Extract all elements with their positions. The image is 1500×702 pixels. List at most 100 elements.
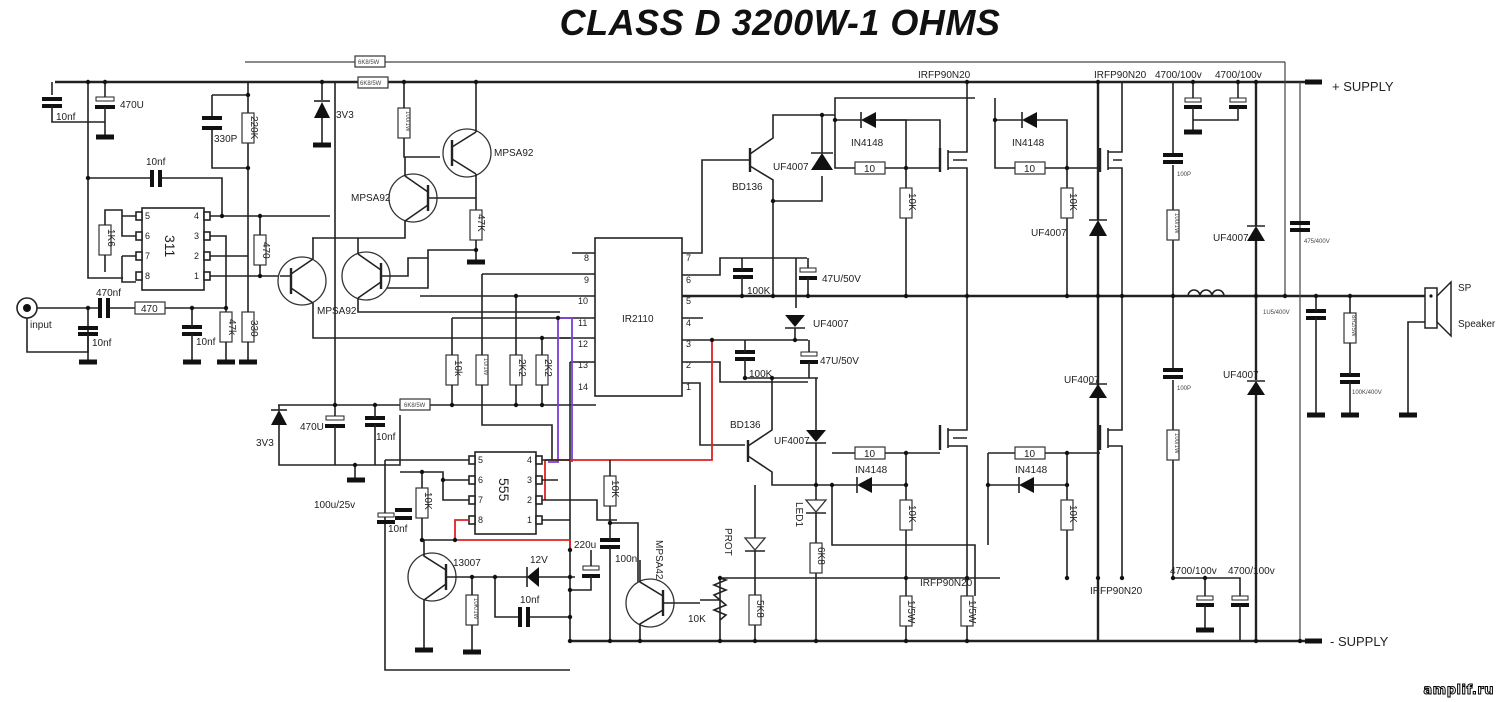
- c-470u-top-label: 470U: [120, 100, 144, 111]
- pin: 3: [686, 339, 691, 349]
- r-100-1w-top-label: 100/1W: [1173, 213, 1179, 234]
- c-100p-bottom-label: 100P: [1177, 386, 1191, 392]
- r-6k8-label: 6K8: [815, 547, 826, 565]
- ic-311: 311 5 6 7 8 4 3 2 1: [135, 207, 211, 291]
- mosfet-bottom-left-label: IRFP90N20: [920, 578, 973, 589]
- pin: 6: [478, 475, 483, 485]
- pin: 11: [578, 318, 587, 328]
- ic-ir2110-name: IR2110: [622, 314, 654, 325]
- r-8r2-label: 8R2/5W: [1350, 315, 1356, 337]
- mosfet-top-right-label: IRFP90N20: [1094, 70, 1147, 81]
- in4148-tr-label: IN4148: [1012, 138, 1045, 149]
- speaker-icon[interactable]: [1399, 280, 1452, 418]
- mpsa92-left-label: MPSA92: [317, 306, 357, 317]
- pin: 4: [686, 318, 691, 328]
- r-2k2-a-label: 2K2: [516, 359, 527, 377]
- c-10nf-feedback-label: 10nf: [146, 157, 166, 168]
- r-10k-1w-label: 10K/1W: [472, 598, 478, 620]
- in4148-bl-label: IN4148: [855, 465, 888, 476]
- pin: 9: [584, 275, 589, 285]
- resistor-10k-bl: [899, 499, 913, 531]
- ic-555: 555 5 6 7 8 4 3 2 1: [468, 451, 543, 535]
- r-10k-br-label: 10K: [1067, 505, 1078, 523]
- r-330-label: 330: [248, 320, 259, 337]
- resistor-6k8-5w-c: [399, 398, 431, 411]
- speaker-sp-label: SP: [1458, 283, 1472, 294]
- r-220k-label: 220K: [248, 116, 259, 140]
- mpsa42-label: MPSA42: [653, 540, 664, 580]
- t13007-label: 13007: [453, 558, 481, 569]
- r-100-1w-bottom-label: 100/1W: [1173, 433, 1179, 454]
- pin: 5: [478, 455, 483, 465]
- resistor-6k8-5w-a: [354, 55, 386, 68]
- ic-555-name: 555: [496, 478, 512, 502]
- r-10-tr-label: 10: [1024, 164, 1036, 175]
- uf4007-boot-top-label: UF4007: [773, 162, 809, 173]
- r-10-1w-label: 10/1W: [482, 358, 488, 376]
- resistor-10-tr: [1014, 161, 1046, 175]
- c-470u-bottom-label: 470U: [300, 422, 324, 433]
- uf4007-boot-mid-label: UF4007: [813, 319, 849, 330]
- pin: 7: [145, 251, 150, 261]
- junction-dots: [85, 79, 1353, 644]
- c-100n-label: 100n: [615, 554, 637, 565]
- c-10nf-input2-label: 10nf: [196, 337, 216, 348]
- uf4007-clamp-br-label: UF4007: [1223, 370, 1259, 381]
- r-100-1w-label: 100/1W: [404, 111, 410, 132]
- r-10k-bl-label: 10K: [906, 505, 917, 523]
- transistor-mpsa92-left: [277, 238, 570, 339]
- r-5k8-label: 5K8: [754, 600, 765, 618]
- pin: 8: [584, 253, 589, 263]
- pin: 5: [686, 296, 691, 306]
- uf4007-clamp-bl-label: UF4007: [1064, 375, 1100, 386]
- pin: 8: [478, 515, 483, 525]
- in4148-tl-label: IN4148: [851, 138, 884, 149]
- c-4700-c-label: 4700/100v: [1170, 566, 1217, 577]
- c-10nf-input-label: 10nf: [92, 338, 112, 349]
- transistor-mpsa42: [625, 560, 700, 641]
- transistor-bd136-bottom: [746, 378, 816, 486]
- pin: 7: [478, 495, 483, 505]
- pin: 1: [194, 271, 199, 281]
- output-inductor: [1187, 289, 1225, 297]
- prot-led-label: PROT: [722, 528, 733, 556]
- mosfet-bottom-right: [1098, 296, 1123, 578]
- r-1-5w-a-label: 1/5W: [905, 600, 916, 624]
- c-330p-label: 330P: [214, 134, 238, 145]
- r-470-input-label: 470: [141, 304, 158, 315]
- resistor-10k-tl: [899, 187, 913, 219]
- pin: 5: [145, 211, 150, 221]
- c-4700-a-label: 4700/100v: [1155, 70, 1202, 81]
- r-10k-tl-label: 10K: [906, 193, 917, 211]
- pin: 6: [686, 275, 691, 285]
- c-10nf-top-label: 10nf: [56, 112, 76, 123]
- bd136-top-label: BD136: [732, 182, 763, 193]
- pin: 2: [194, 251, 199, 261]
- pin: 1: [686, 382, 691, 392]
- r-10k-prot-label: 10K: [609, 480, 620, 498]
- resistor-1-5w-a: [899, 595, 913, 627]
- in4148-br-label: IN4148: [1015, 465, 1048, 476]
- c-10nf-555-label: 10nf: [388, 524, 408, 535]
- transistor-13007: [407, 540, 575, 650]
- c-4700-bottom: [1196, 577, 1249, 641]
- ic-ir2110: IR2110 8 9 10 11 12 13 14 7 6 5 4 3 2 1: [578, 237, 691, 397]
- mosfet-top-right: [1098, 82, 1123, 296]
- r-10k-tr-label: 10K: [1067, 193, 1078, 211]
- r-1k6-label: 1K6: [105, 229, 116, 247]
- resistor-10k-tr: [1060, 187, 1074, 219]
- c-100k-top-label: 100K: [747, 286, 771, 297]
- resistor-100-1w-bottom: [1166, 429, 1180, 461]
- pin: 2: [527, 495, 532, 505]
- uf4007-clamp-tl-label: UF4007: [1031, 228, 1067, 239]
- c-4700-d-label: 4700/100v: [1228, 566, 1275, 577]
- r-47k-in-label: 47k: [226, 319, 237, 336]
- led1-label: LED1: [793, 502, 804, 527]
- pin: 12: [578, 339, 588, 349]
- resistor-10k-br: [1060, 499, 1074, 531]
- input-jack[interactable]: [16, 297, 38, 319]
- positive-supply-label: + SUPPLY: [1332, 79, 1394, 94]
- resistor-6k8-5w-b: [357, 76, 389, 89]
- uf4007-bd-bottom-label: UF4007: [774, 436, 810, 447]
- r-1-5w-b-label: 1/5W: [966, 600, 977, 624]
